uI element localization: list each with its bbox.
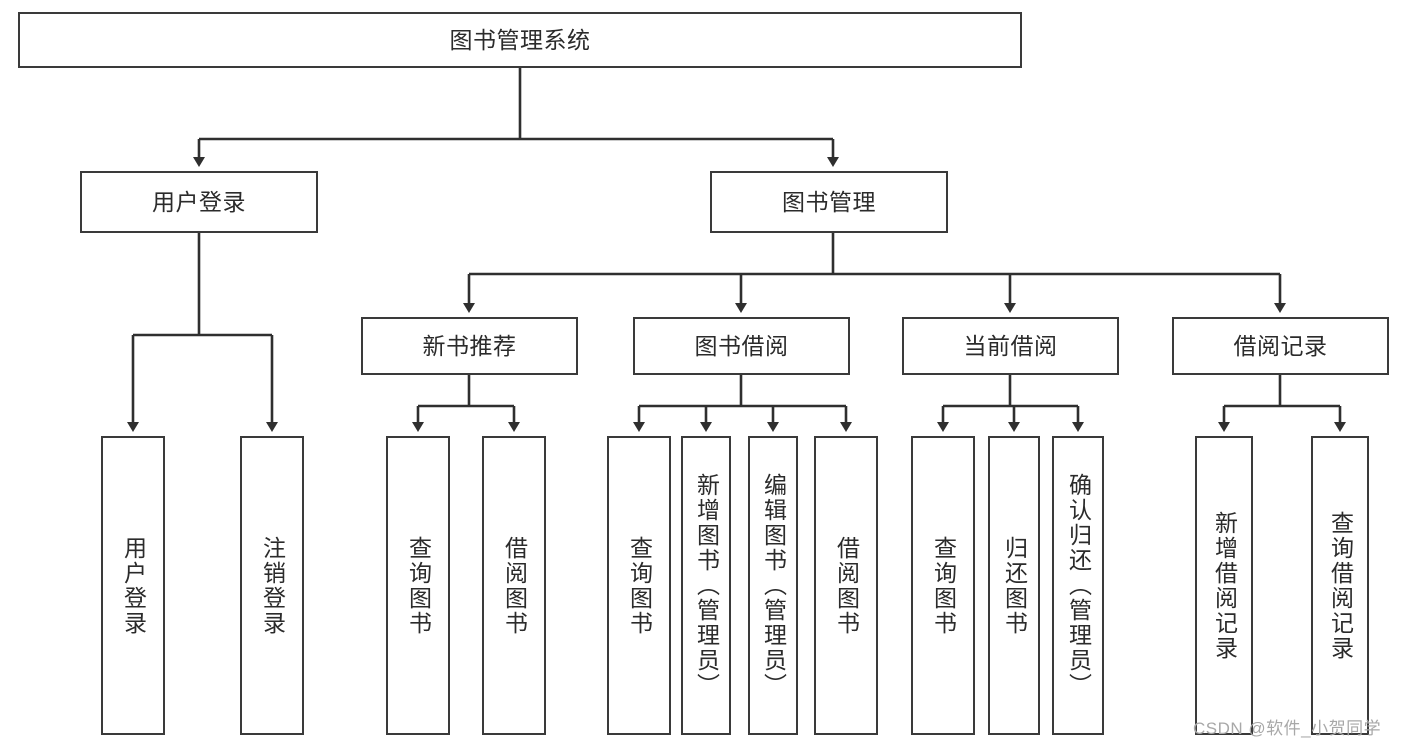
node-leaf-return-book[interactable]: 归还图书: [988, 436, 1040, 735]
node-leaf-borrow-book[interactable]: 借阅图书: [814, 436, 878, 735]
node-new-book-recommend-label: 新书推荐: [422, 332, 517, 359]
node-leaf-query-borrow-record[interactable]: 查询借阅记录: [1311, 436, 1369, 735]
csdn-watermark: CSDN @软件_小贺同学: [1193, 719, 1382, 738]
node-leaf-query-book-current[interactable]: 查询图书: [911, 436, 975, 735]
node-user-login-label: 用户登录: [152, 188, 246, 215]
node-current-borrow[interactable]: 当前借阅: [902, 317, 1119, 375]
node-user-login[interactable]: 用户登录: [80, 171, 318, 233]
node-book-borrow-label: 图书借阅: [694, 332, 789, 359]
node-leaf-logout-label: 注销登录: [259, 535, 286, 636]
node-book-manage[interactable]: 图书管理: [710, 171, 948, 233]
node-leaf-edit-book-admin-label: 编辑图书（管理员）: [760, 473, 787, 698]
node-leaf-query-borrow-record-label: 查询借阅记录: [1327, 510, 1354, 661]
node-root[interactable]: 图书管理系统: [18, 12, 1022, 68]
node-leaf-confirm-return-admin-label: 确认归还（管理员）: [1065, 473, 1092, 698]
node-book-manage-label: 图书管理: [782, 188, 876, 215]
node-leaf-return-book-label: 归还图书: [1001, 535, 1028, 636]
node-leaf-user-login-label: 用户登录: [120, 535, 147, 636]
node-leaf-borrow-book-rec[interactable]: 借阅图书: [482, 436, 546, 735]
node-root-label: 图书管理系统: [449, 26, 591, 53]
node-leaf-query-book-borrow-label: 查询图书: [626, 535, 653, 636]
node-leaf-edit-book-admin[interactable]: 编辑图书（管理员）: [748, 436, 798, 735]
node-leaf-add-borrow-record-label: 新增借阅记录: [1211, 510, 1238, 661]
node-leaf-borrow-book-label: 借阅图书: [833, 535, 860, 636]
node-leaf-query-book-rec-label: 查询图书: [405, 535, 432, 636]
node-book-borrow[interactable]: 图书借阅: [633, 317, 850, 375]
node-leaf-add-borrow-record[interactable]: 新增借阅记录: [1195, 436, 1253, 735]
node-leaf-borrow-book-rec-label: 借阅图书: [501, 535, 528, 636]
node-new-book-recommend[interactable]: 新书推荐: [361, 317, 578, 375]
node-leaf-add-book-admin[interactable]: 新增图书（管理员）: [681, 436, 731, 735]
node-leaf-add-book-admin-label: 新增图书（管理员）: [693, 473, 720, 698]
node-borrow-record[interactable]: 借阅记录: [1172, 317, 1389, 375]
node-borrow-record-label: 借阅记录: [1233, 332, 1328, 359]
node-leaf-query-book-current-label: 查询图书: [930, 535, 957, 636]
node-leaf-logout[interactable]: 注销登录: [240, 436, 304, 735]
node-current-borrow-label: 当前借阅: [963, 332, 1058, 359]
node-leaf-user-login[interactable]: 用户登录: [101, 436, 165, 735]
node-leaf-confirm-return-admin[interactable]: 确认归还（管理员）: [1052, 436, 1104, 735]
node-leaf-query-book-borrow[interactable]: 查询图书: [607, 436, 671, 735]
node-leaf-query-book-rec[interactable]: 查询图书: [386, 436, 450, 735]
